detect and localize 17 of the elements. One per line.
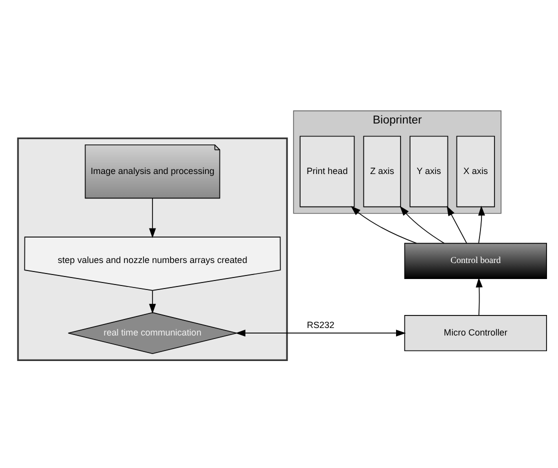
arrow [478, 206, 486, 244]
arrow [149, 290, 156, 314]
arrow [446, 206, 468, 244]
node-box: Micro Controller [404, 315, 547, 352]
arrow [236, 330, 406, 337]
node-box: Z axis [363, 136, 401, 208]
arrow [400, 206, 445, 244]
edge-label: RS232 [306, 320, 334, 330]
node-diamond: real time communication [68, 312, 238, 354]
node-box: X axis [456, 136, 495, 208]
arrow [476, 278, 483, 316]
arrow [350, 206, 417, 244]
arrow [149, 198, 156, 238]
node-box: Y axis [410, 136, 448, 208]
cluster [17, 138, 288, 361]
node-box: Control board [404, 242, 547, 279]
node-box: Print head [300, 136, 355, 208]
